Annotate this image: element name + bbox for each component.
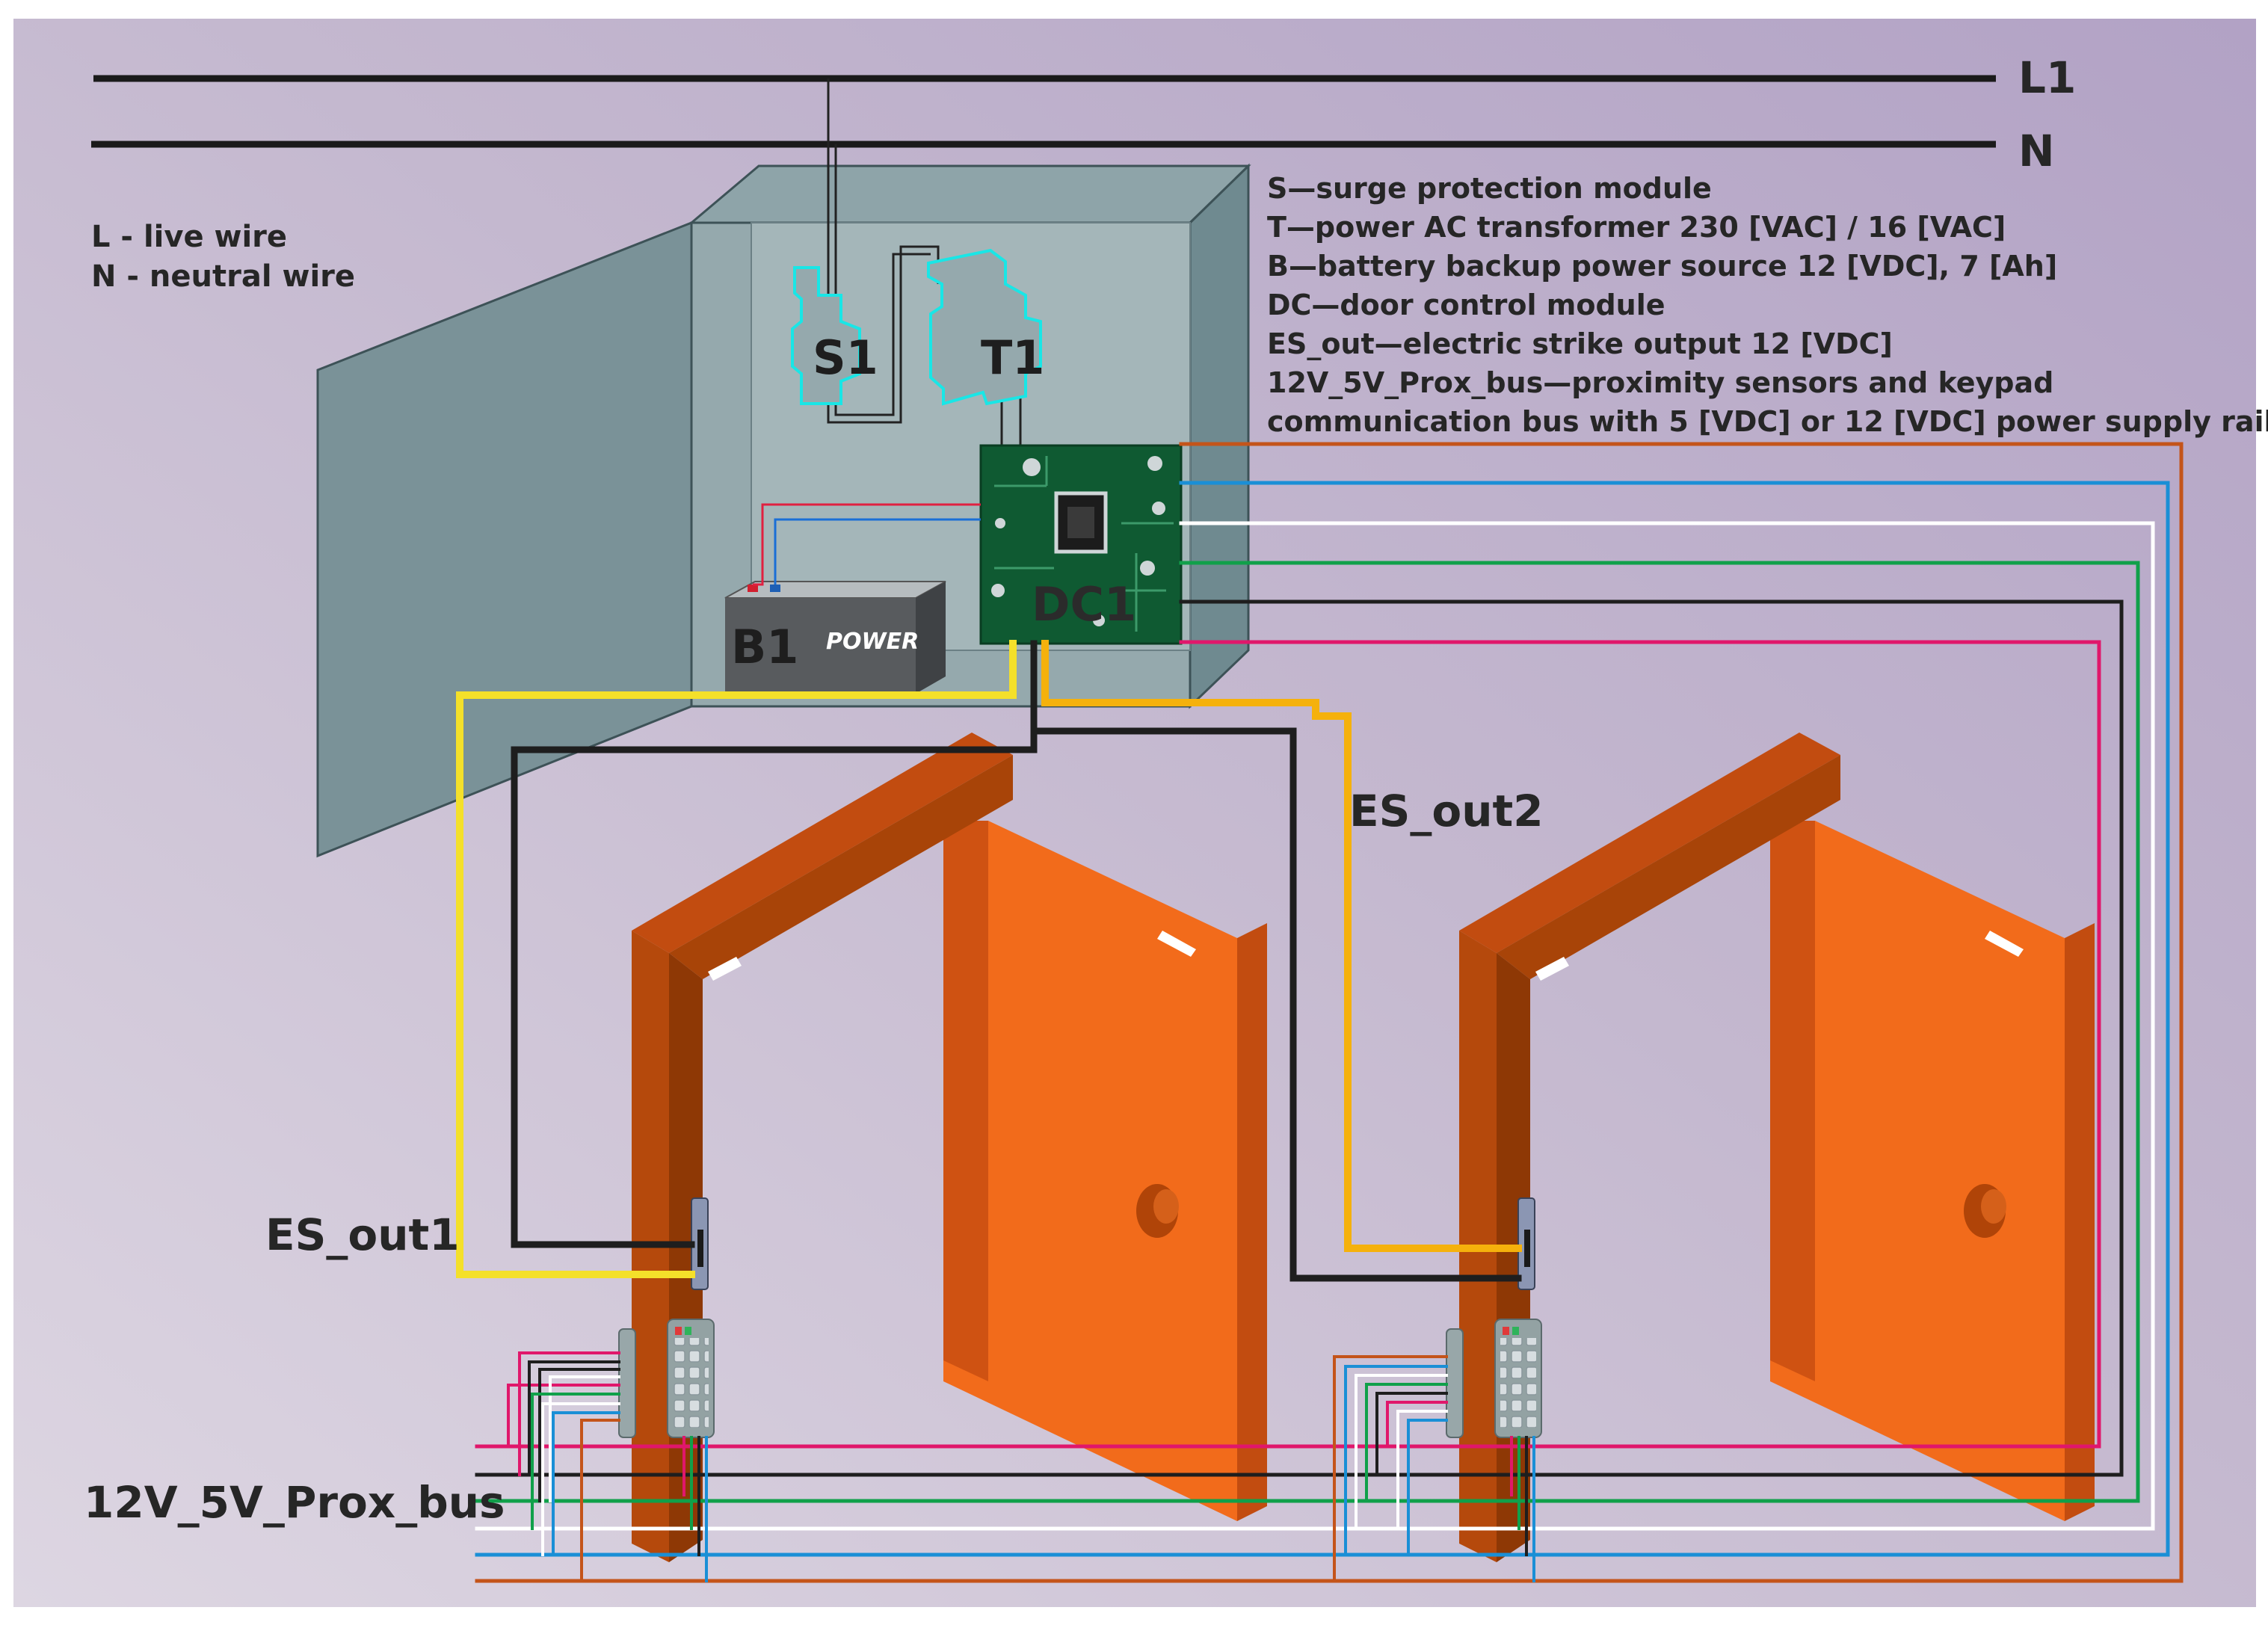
- door-2-frame-top-front: [1497, 755, 1840, 979]
- cabinet-right-face: [1189, 163, 1250, 709]
- transformer-module-outline: [927, 248, 1042, 406]
- es-out-wiring: [456, 640, 1522, 1282]
- battery-brand: POWER: [826, 629, 919, 655]
- legend-prox-bus-cont: communication bus with 5 [VDC] or 12 [VD…: [1267, 405, 2268, 438]
- legend-prox-bus: 12V_5V_Prox_bus—proximity sensors and ke…: [1267, 366, 2053, 399]
- legend-surge: S—surge protection module: [1267, 172, 1712, 205]
- door-1-prox-reader: [618, 1328, 636, 1438]
- door-1-leaf-side: [943, 821, 988, 1381]
- door-1-leaf: [943, 821, 1237, 1521]
- legend-door-controller: DC—door control module: [1267, 289, 1665, 321]
- door-1-leaf-edge: [1237, 923, 1267, 1521]
- pcb-chip: [1054, 491, 1108, 554]
- door-1-frame-top: [632, 733, 1013, 953]
- es-out2-black-wire: [1030, 727, 1522, 1282]
- cabinet-top-face: [688, 164, 1251, 224]
- door-2-glint-2: [1985, 931, 2024, 957]
- legend-battery: B—battery backup power source 12 [VDC], …: [1267, 250, 2057, 283]
- door-2-glint: [1535, 957, 1569, 981]
- door-2-frame-top: [1459, 733, 1840, 953]
- bus-brown: [475, 442, 2184, 1583]
- es-out1-black-wire: [511, 640, 1038, 1248]
- door-2-leaf-side: [1770, 821, 1815, 1381]
- es-out2-label: ES_out2: [1349, 786, 1544, 836]
- battery-wires: [753, 503, 981, 586]
- legend-es-out: ES_out—electric strike output 12 [VDC]: [1267, 327, 1893, 360]
- door-2-bus-drops: [1333, 1355, 1535, 1582]
- battery-front: [725, 598, 916, 694]
- prox-bus: [475, 442, 2184, 1583]
- es-out1-yellow-wire: [456, 640, 1017, 1278]
- transformer-module-label: T1: [981, 330, 1044, 385]
- surge-module: S1: [791, 266, 878, 405]
- door-1-glint-2: [1157, 931, 1196, 957]
- door-1-frame-top-front: [669, 755, 1013, 979]
- wire-legend-neutral: N - neutral wire: [91, 259, 355, 294]
- battery: B1 POWER: [724, 581, 946, 694]
- door-2: [1459, 733, 2095, 1562]
- prox-bus-label: 12V_5V_Prox_bus: [84, 1477, 505, 1528]
- door-1-bus-drops: [507, 1351, 708, 1582]
- battery-label: B1: [731, 620, 798, 674]
- door-2-devices: [1446, 1197, 1542, 1438]
- door-2-leaf-edge: [2065, 923, 2095, 1521]
- es-out2-yellow-wire: [1041, 640, 1522, 1252]
- door-controller-label: DC1: [1032, 577, 1136, 632]
- door-1-glint: [708, 957, 742, 981]
- legend-transformer: T—power AC transformer 230 [VAC] / 16 [V…: [1267, 211, 2006, 244]
- door-2-leaf: [1770, 821, 2065, 1521]
- door-2-prox-reader: [1446, 1328, 1464, 1438]
- door-controller-board: DC1: [979, 444, 1183, 645]
- surge-module-outline: [791, 266, 861, 405]
- door-1-devices: [618, 1197, 715, 1438]
- wire-legend-live: L - live wire: [91, 220, 287, 254]
- surge-module-label: S1: [813, 330, 878, 385]
- bus-green: [475, 561, 2140, 1503]
- bus-black: [475, 599, 2124, 1477]
- bus-blue: [475, 481, 2170, 1557]
- bus-red: [475, 640, 2101, 1449]
- neutral-line-label: N: [2018, 126, 2055, 176]
- pcb-chip-core: [1067, 507, 1094, 538]
- battery-side: [916, 582, 946, 694]
- live-line-label: L1: [2018, 52, 2076, 103]
- es-out1-label: ES_out1: [265, 1209, 460, 1260]
- transformer-module: T1: [927, 248, 1044, 406]
- component-legend: S—surge protection module T—power AC tra…: [1267, 172, 2268, 438]
- wire-legend: L - live wire N - neutral wire: [91, 220, 355, 294]
- mains-lines: L1 N: [91, 52, 2076, 176]
- bus-white: [475, 521, 2155, 1531]
